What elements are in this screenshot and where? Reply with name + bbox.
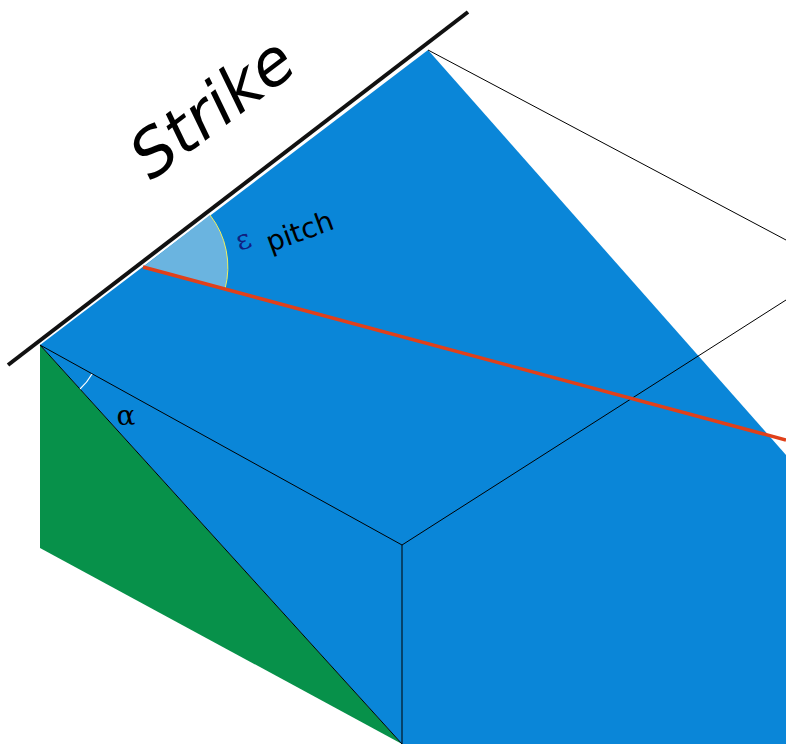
dip-symbol: α [117, 402, 136, 430]
pitch-arc [210, 215, 228, 289]
pitch-line [143, 267, 786, 440]
dip-arc [80, 374, 92, 389]
strike-line [8, 12, 468, 365]
dip-face [40, 345, 402, 744]
